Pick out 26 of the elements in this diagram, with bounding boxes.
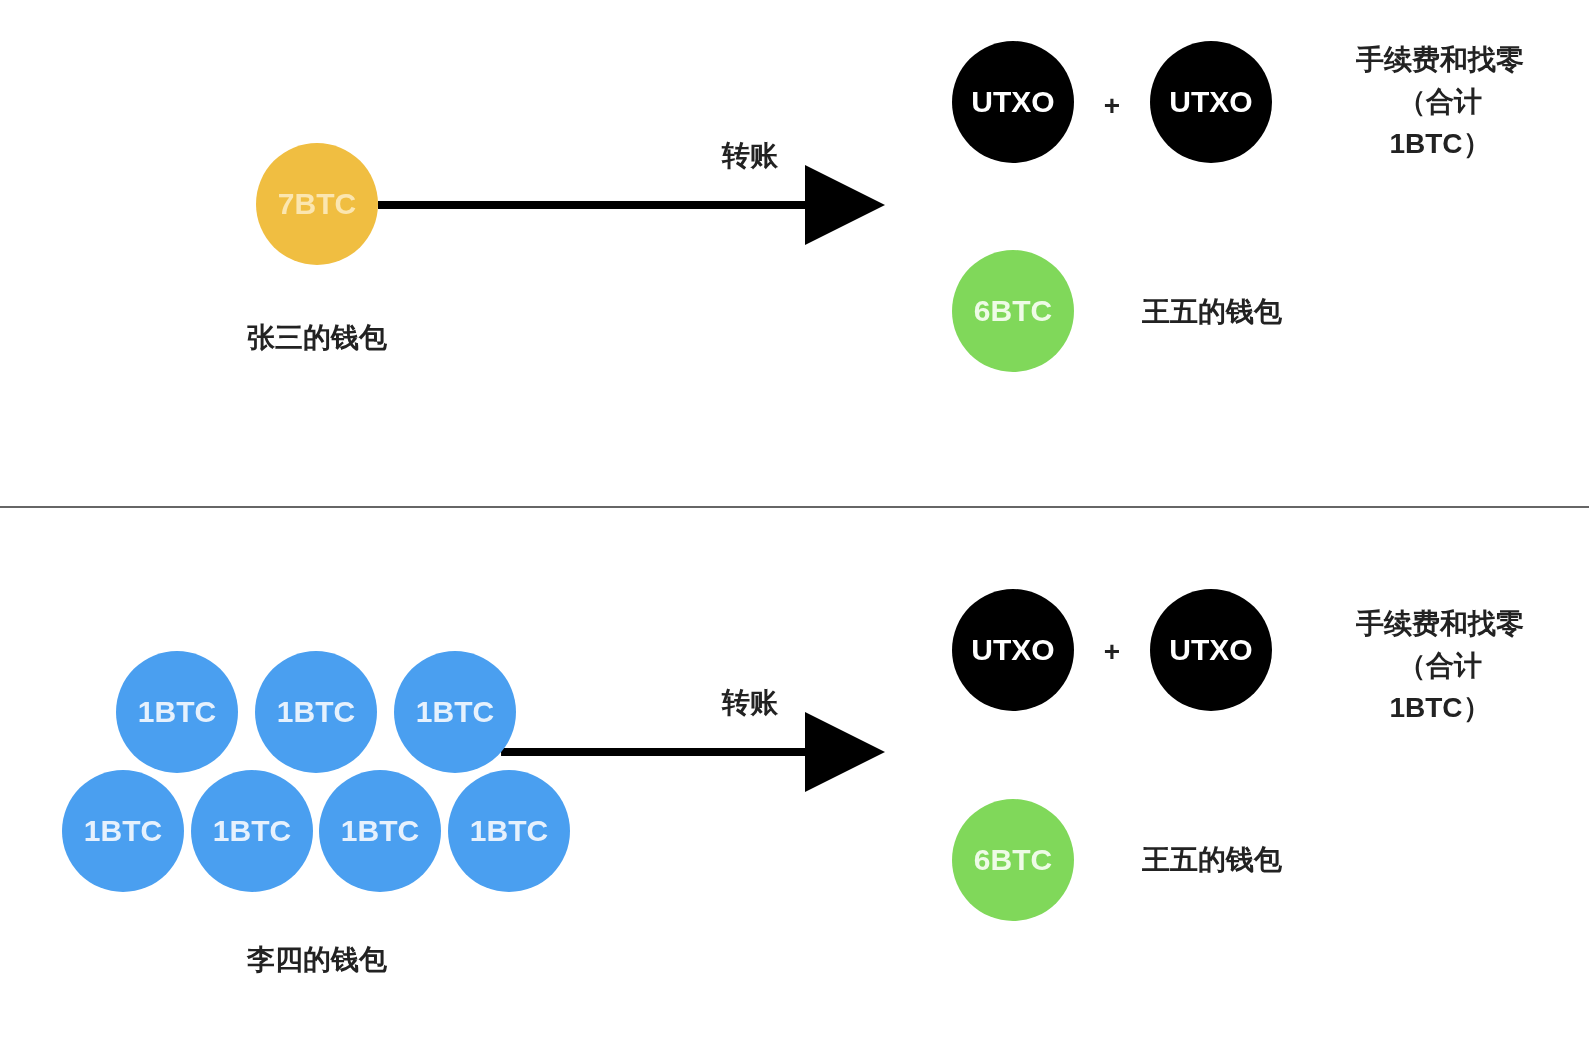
coin-amount: UTXO (1169, 633, 1253, 667)
coin-amount: UTXO (971, 633, 1055, 667)
coin-amount: 6BTC (973, 294, 1053, 328)
edge-label: 转账 (722, 139, 778, 173)
coin-amount: 1BTC (276, 695, 356, 729)
arrow (501, 712, 885, 792)
wallet-caption: 李四的钱包 (247, 943, 387, 977)
plus-sign: + (1103, 636, 1121, 668)
coin-amount: 1BTC (137, 695, 217, 729)
coin-amount: UTXO (971, 85, 1055, 119)
coin-amount: 1BTC (469, 814, 549, 848)
coin-amount: 1BTC (83, 814, 163, 848)
coin-amount: UTXO (1169, 85, 1253, 119)
plus-sign: + (1103, 90, 1121, 122)
note-text: 手续费和找零（合计 1BTC） (1355, 607, 1525, 725)
arrow (378, 165, 885, 245)
coin-amount: 6BTC (973, 843, 1053, 877)
coin-amount: 1BTC (415, 695, 495, 729)
wallet-caption: 张三的钱包 (247, 321, 387, 355)
edge-label: 转账 (722, 686, 778, 720)
coin-amount: 1BTC (212, 814, 292, 848)
wallet-caption: 王五的钱包 (1142, 843, 1282, 877)
wallet-caption: 王五的钱包 (1142, 295, 1282, 329)
note-text: 手续费和找零（合计 1BTC） (1355, 43, 1525, 161)
coin-amount: 1BTC (340, 814, 420, 848)
coin-amount: 7BTC (277, 187, 357, 221)
